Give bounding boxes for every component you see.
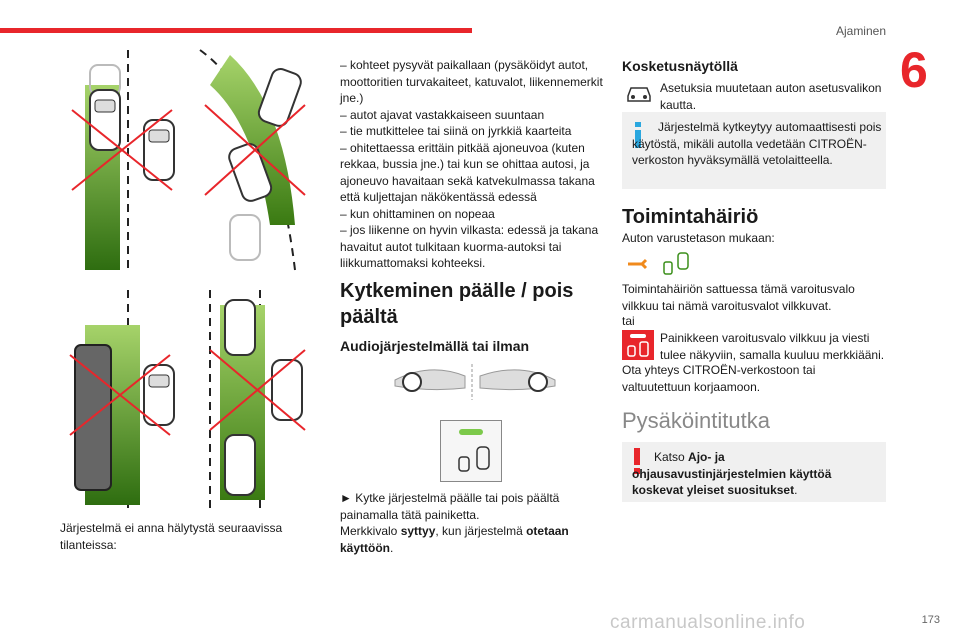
light-text-2: , kun järjestelmä (435, 524, 527, 538)
touch-text: Asetuksia muutetaan auton asetusvalikon … (660, 81, 882, 112)
button-fault-svg (627, 334, 649, 357)
touch-heading: Kosketusnäytöllä (622, 58, 738, 74)
instruction-text: ► Kytke järjestelmä päälle tai pois pääl… (340, 490, 605, 556)
exceptions-list: – kohteet pysyvät paikallaan (pysäköidyt… (340, 58, 603, 270)
header-accent-bar (0, 28, 472, 33)
blind-spot-button[interactable] (440, 420, 502, 482)
no-alert-caption: Järjestelmä ei anna hälytystä seuraaviss… (60, 521, 283, 552)
light-bold-1: syttyy (400, 524, 436, 538)
chapter-number: 6 (900, 42, 928, 98)
button-fault-icon (622, 330, 654, 360)
car-settings-svg (627, 87, 651, 102)
warning-text: Katso Ajo- ja ohjausavustinjärjestelmien… (632, 449, 880, 499)
warning-exclamation-icon (632, 448, 642, 474)
fault-heading: Toimintahäiriö (622, 206, 759, 228)
car-settings-icon (624, 82, 654, 104)
blind-spot-button-icon (458, 429, 490, 472)
switch-heading: Kytkeminen päälle / pois päältä (340, 280, 574, 328)
info-box: Järjestelmä kytkeytyy automaattisesti po… (622, 112, 886, 189)
wrench-and-blindspot-icon (628, 252, 689, 275)
parking-heading: Pysäköintitutka (622, 408, 770, 433)
info-text: Järjestelmä kytkeytyy automaattisesti po… (632, 120, 882, 167)
warning-link: Ajo- ja ohjausavustinjärjestelmien käytt… (632, 450, 832, 497)
fault-text-3: Ota yhteys CITROËN-verkostoon tai valtuu… (622, 363, 816, 394)
page-number: 173 (921, 614, 940, 626)
fault-intro: Auton varustetason mukaan: (622, 231, 775, 245)
dashboard-icon (394, 364, 556, 400)
warning-suffix: . (794, 483, 798, 497)
fault-text-2: Painikkeen varoitusvalo vilkkuu ja viest… (660, 331, 885, 362)
scenario-2-curve (199, 49, 306, 271)
or-text: tai (622, 314, 635, 328)
fault-warning-icons (624, 250, 694, 278)
scenario-1-stationary (71, 50, 175, 270)
audio-subheading: Audiojärjestelmällä tai ilman (340, 338, 530, 354)
scenario-3-truck (69, 290, 175, 510)
scenario-diagram (69, 49, 306, 510)
light-text-3: . (390, 540, 394, 555)
blind-spot-illustrations (60, 45, 310, 515)
exclamation-svg (634, 448, 640, 474)
scenario-4-traffic (209, 290, 306, 510)
light-bold-2: otetaan käyttöön (340, 524, 569, 555)
instruction-line: ► Kytke järjestelmä päälle tai pois pääl… (340, 491, 560, 522)
light-text-1: Merkkivalo (340, 524, 401, 538)
warning-prefix: Katso (654, 450, 689, 464)
section-title: Ajaminen (835, 24, 886, 38)
info-i-svg (635, 122, 641, 148)
watermark: carmanualsonline.info (610, 612, 806, 633)
warning-box: Katso Ajo- ja ohjausavustinjärjestelmien… (622, 442, 886, 502)
dashboard-images (390, 362, 560, 402)
fault-text: Toimintahäiriön sattuessa tämä varoitusv… (622, 282, 855, 313)
info-icon (634, 122, 641, 148)
